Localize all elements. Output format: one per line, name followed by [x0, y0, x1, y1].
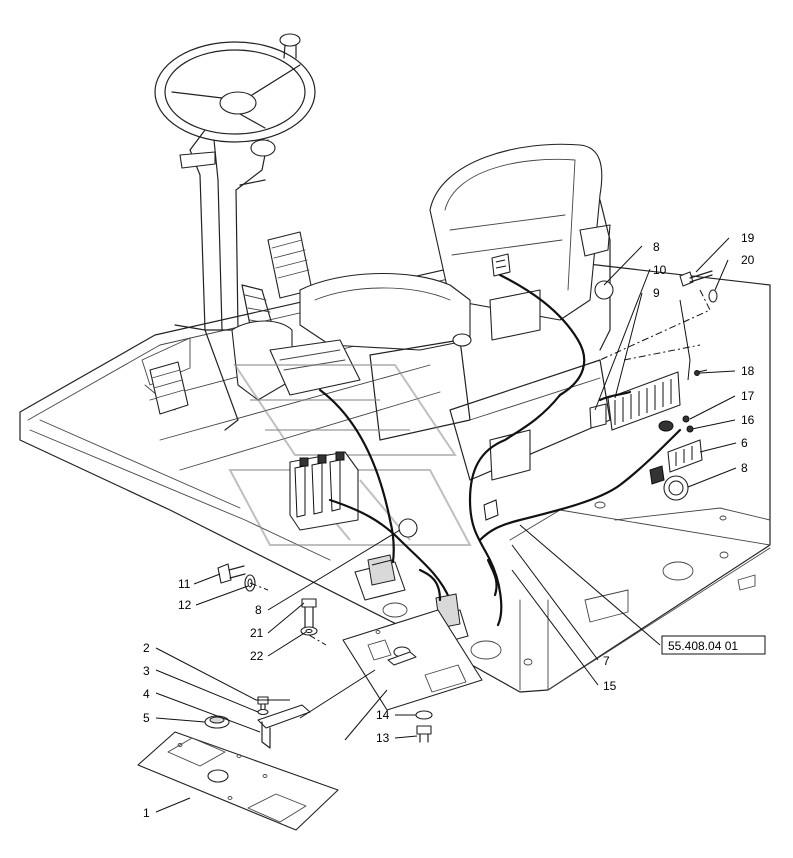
callout-1: 1	[143, 806, 150, 820]
callout-22: 22	[250, 649, 264, 663]
bolt-19	[679, 270, 713, 287]
callout-18: 18	[741, 364, 755, 378]
control-box	[289, 451, 359, 531]
callout-7: 7	[603, 654, 610, 668]
washer-14	[415, 710, 433, 720]
callout-11: 11	[178, 577, 191, 591]
callout-10: 10	[653, 263, 667, 277]
callout-8-right: 8	[741, 461, 748, 475]
callout-labels: 1 2 3 4 5 6 7 8 8 8 9 10 11 12 13 14 15 …	[143, 231, 755, 820]
connector-plugs	[398, 253, 689, 538]
cover-plate-1	[137, 731, 339, 831]
callout-16: 16	[741, 413, 755, 427]
callout-21: 21	[250, 626, 264, 640]
callout-14: 14	[376, 708, 390, 722]
callout-19: 19	[741, 231, 755, 245]
bolt-21	[301, 598, 317, 629]
bolt-11	[217, 563, 246, 584]
callout-17: 17	[741, 389, 755, 403]
chassis-floor	[19, 254, 771, 693]
reference-code: 55.408.04 01	[668, 639, 738, 653]
callout-4: 4	[143, 687, 150, 701]
joystick-base-left	[354, 554, 406, 601]
grommet-5	[204, 715, 230, 729]
assembly-lines	[249, 289, 711, 646]
steering-wheel	[154, 33, 316, 331]
callout-3: 3	[143, 664, 150, 678]
callout-6: 6	[741, 436, 748, 450]
small-fasteners-16-17-18	[682, 369, 708, 433]
bolt-13	[416, 725, 432, 743]
callout-15: 15	[603, 679, 617, 693]
fuse-relay-block	[589, 371, 681, 432]
pedals	[149, 231, 313, 431]
cover-plate-upper	[342, 609, 483, 711]
callout-5: 5	[143, 711, 150, 725]
callout-9: 9	[653, 286, 660, 300]
callout-13: 13	[376, 731, 390, 745]
connector-block-6	[649, 439, 703, 485]
callout-2: 2	[143, 641, 150, 655]
reference-code-box: 55.408.04 01	[661, 635, 766, 655]
callout-20: 20	[741, 253, 755, 267]
leader-lines	[155, 237, 737, 813]
operator-seat	[231, 143, 611, 481]
washer-20	[708, 289, 718, 303]
washer-3	[257, 708, 269, 716]
wiring-harness	[318, 273, 691, 627]
callout-8-upper: 8	[653, 240, 660, 254]
callout-12: 12	[178, 598, 192, 612]
callout-8-lower: 8	[255, 603, 262, 617]
